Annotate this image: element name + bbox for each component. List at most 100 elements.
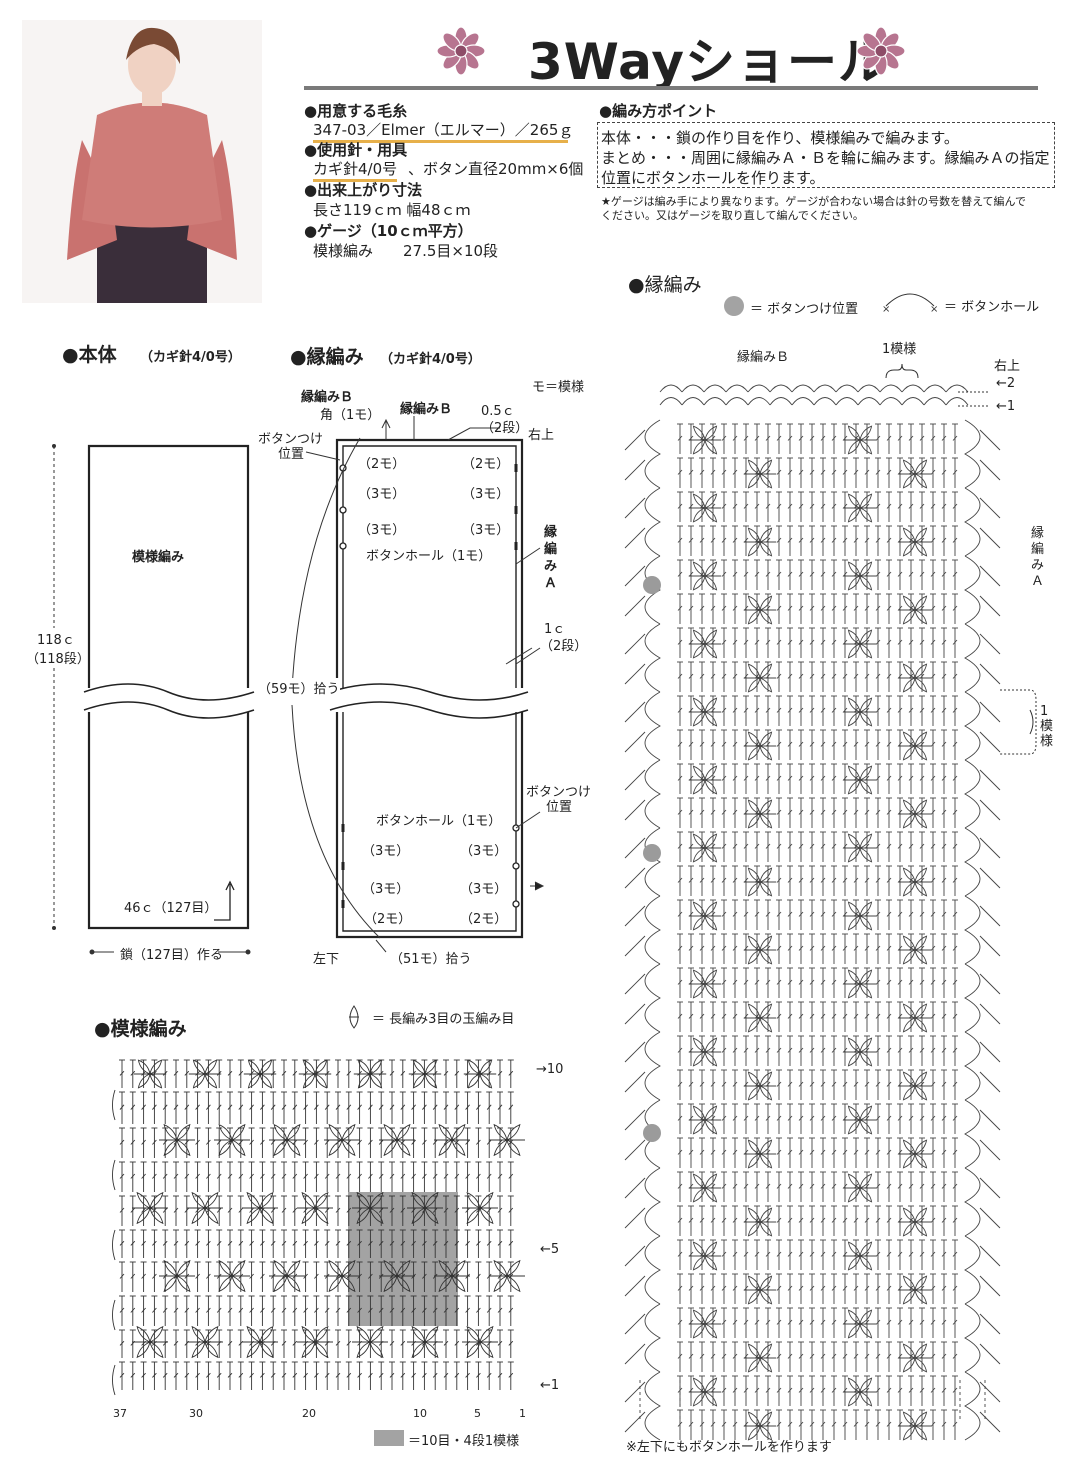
points-line3: 位置にボタンホールを作ります。 [601, 169, 825, 187]
buttonhole-top-label: ボタンホール（1モ） [366, 549, 492, 564]
row-1-label: ←1 [540, 1378, 560, 1393]
page-title: 3Wayショール [528, 33, 889, 91]
edge-chart-repeat-side: 1模様 [1040, 704, 1054, 749]
top-right-label: 右上 [528, 428, 555, 443]
button-pos-label-b: ボタンつけ [526, 785, 592, 800]
mo-3-l3: （3モ） [362, 844, 410, 859]
mo-2-tl: （2モ） [358, 457, 406, 472]
size-heading: ●出来上がり寸法 [304, 181, 423, 199]
one-cm-label: 1ｃ [544, 622, 566, 637]
edging-outline [335, 438, 524, 939]
buttonhole-legend-icon: × × [882, 293, 938, 315]
yarn-value: 347-03／Elmer（エルマー）／265ｇ [313, 119, 573, 143]
body-heading: ●本体 [62, 344, 117, 366]
mo-2-br: （2モ） [460, 912, 508, 927]
mo-3-l2: （3モ） [358, 523, 406, 538]
mo-3-r4: （3モ） [460, 882, 508, 897]
edge-chart-top-right: 右上 [994, 359, 1021, 374]
edge-b-label-2: 縁編みＢ [400, 402, 453, 417]
title-rule [304, 86, 1038, 90]
stitch-label-1: 1 [519, 1407, 526, 1420]
row-arrows [958, 391, 990, 407]
two-rows-label: （2段） [481, 421, 529, 436]
buttonhole-bottom-label: ボタンホール（1モ） [376, 814, 502, 829]
mo-3-l1: （3モ） [358, 487, 406, 502]
body-pattern-label: 模様編み [132, 550, 185, 565]
repeat-legend-swatch [374, 1430, 404, 1446]
stitch-label-20: 20 [302, 1407, 316, 1420]
pattern-heading: ●模様編み [94, 1018, 187, 1040]
model-photo [22, 20, 262, 303]
row-5-label: ←5 [540, 1242, 560, 1257]
mo-2-tr: （2モ） [462, 457, 510, 472]
stitch-label-30: 30 [189, 1407, 203, 1420]
edge-chart-a-label: 縁編みＡ [1031, 526, 1045, 589]
size-value: 長さ119ｃｍ 幅48ｃｍ [313, 201, 471, 219]
mo-2-bl: （2モ） [364, 912, 412, 927]
button-pos-label-b2: 位置 [546, 800, 573, 815]
model-photo-illustration [22, 20, 262, 303]
footnote: ※左下にもボタンホールを作ります [626, 1440, 832, 1455]
svg-text:×: × [930, 304, 938, 315]
stitch-label-5: 5 [474, 1407, 481, 1420]
gauge-note-1: ★ゲージは編み手により異なります。ゲージが合わない場合は針の号数を替えて編んで [601, 195, 1026, 208]
one-repeat-label: 1模様 [882, 342, 917, 357]
body-width-arrow [214, 880, 235, 921]
bobble-legend: ＝ 長編み3目の玉編み目 [372, 1012, 515, 1027]
row-10-label: →10 [536, 1062, 564, 1077]
button-position-markers [643, 576, 661, 1142]
edging-stitch-grid [624, 384, 1001, 1441]
chain-label: 鎖（127目）作る [120, 948, 223, 963]
gauge-note-2: ください。又はゲージを取り直して編んでください。 [601, 209, 864, 222]
pick-51-label: （51モ）拾う [390, 952, 472, 967]
mo-3-r2: （3モ） [462, 523, 510, 538]
two-rows-label-b: （2段） [540, 639, 588, 654]
one-repeat-brace [885, 363, 919, 379]
edging-repeat-bracket [1000, 689, 1037, 755]
mo-legend: モ＝模様 [532, 380, 585, 395]
mo-3-l4: （3モ） [362, 882, 410, 897]
tools-rest: 、ボタン直径20mm×6個 [408, 160, 584, 178]
button-position-dots [339, 464, 520, 908]
chain-dimension [89, 949, 251, 955]
edge-chart-row2: ←2 [996, 376, 1016, 391]
tools-heading: ●使用針・用具 [304, 141, 408, 159]
edge-heading: ●縁編み [290, 346, 364, 368]
svg-text:×: × [882, 304, 890, 315]
edge-chart-row1: ←1 [996, 399, 1016, 414]
mo-3-r3: （3モ） [460, 844, 508, 859]
points-heading: ●編み方ポイント [599, 102, 718, 120]
bobble-legend-icon [349, 1005, 359, 1029]
pick-59-label: （59モ）拾う [258, 678, 340, 697]
hole-legend: ＝ ボタンホール [944, 300, 1040, 315]
yarn-heading: ●用意する毛糸 [304, 102, 408, 120]
buttonhole-marks [341, 464, 518, 908]
gauge-value: 模様編み 27.5目×10段 [313, 242, 499, 260]
dot-legend-icon [724, 296, 744, 316]
button-pos-label: ボタンつけ [258, 432, 324, 447]
bottom-left-label: 左下 [313, 952, 340, 967]
body-break-marks [83, 683, 255, 719]
body-length: 118ｃ [37, 633, 75, 648]
body-hook: （カギ針4/0号） [140, 350, 241, 365]
stitch-label-37: 37 [113, 1407, 127, 1420]
body-length-rows: （118段） [26, 652, 90, 667]
points-box [597, 122, 1055, 188]
tools-hook: カギ針4/0号 [313, 158, 398, 182]
mo-3-r1: （3モ） [462, 487, 510, 502]
corner-label: 角（1モ） [320, 408, 381, 423]
repeat-legend: ＝10目・4段1模様 [408, 1434, 520, 1449]
stitch-label-10: 10 [413, 1407, 427, 1420]
points-line2: まとめ・・・周囲に縁編みＡ・Ｂを輪に編みます。縁編みＡの指定 [601, 149, 1050, 167]
gauge-heading: ●ゲージ（10ｃｍ平方） [304, 222, 473, 240]
edge-chart-heading: ●縁編み [628, 274, 702, 296]
edging-leader-lines [291, 416, 545, 953]
button-pos-label-2: 位置 [278, 447, 305, 462]
edge-a-label: 縁編みＡ [544, 525, 558, 591]
edge-b-label: 縁編みＢ [301, 390, 354, 405]
edge-hook: （カギ針4/0号） [380, 352, 481, 367]
points-line1: 本体・・・鎖の作り目を作り、模様編みで編みます。 [601, 129, 959, 147]
dot-legend: ＝ ボタンつけ位置 [750, 302, 859, 317]
half-cm-label: 0.5ｃ [481, 404, 515, 419]
edge-chart-b-label: 縁編みＢ [737, 350, 790, 365]
